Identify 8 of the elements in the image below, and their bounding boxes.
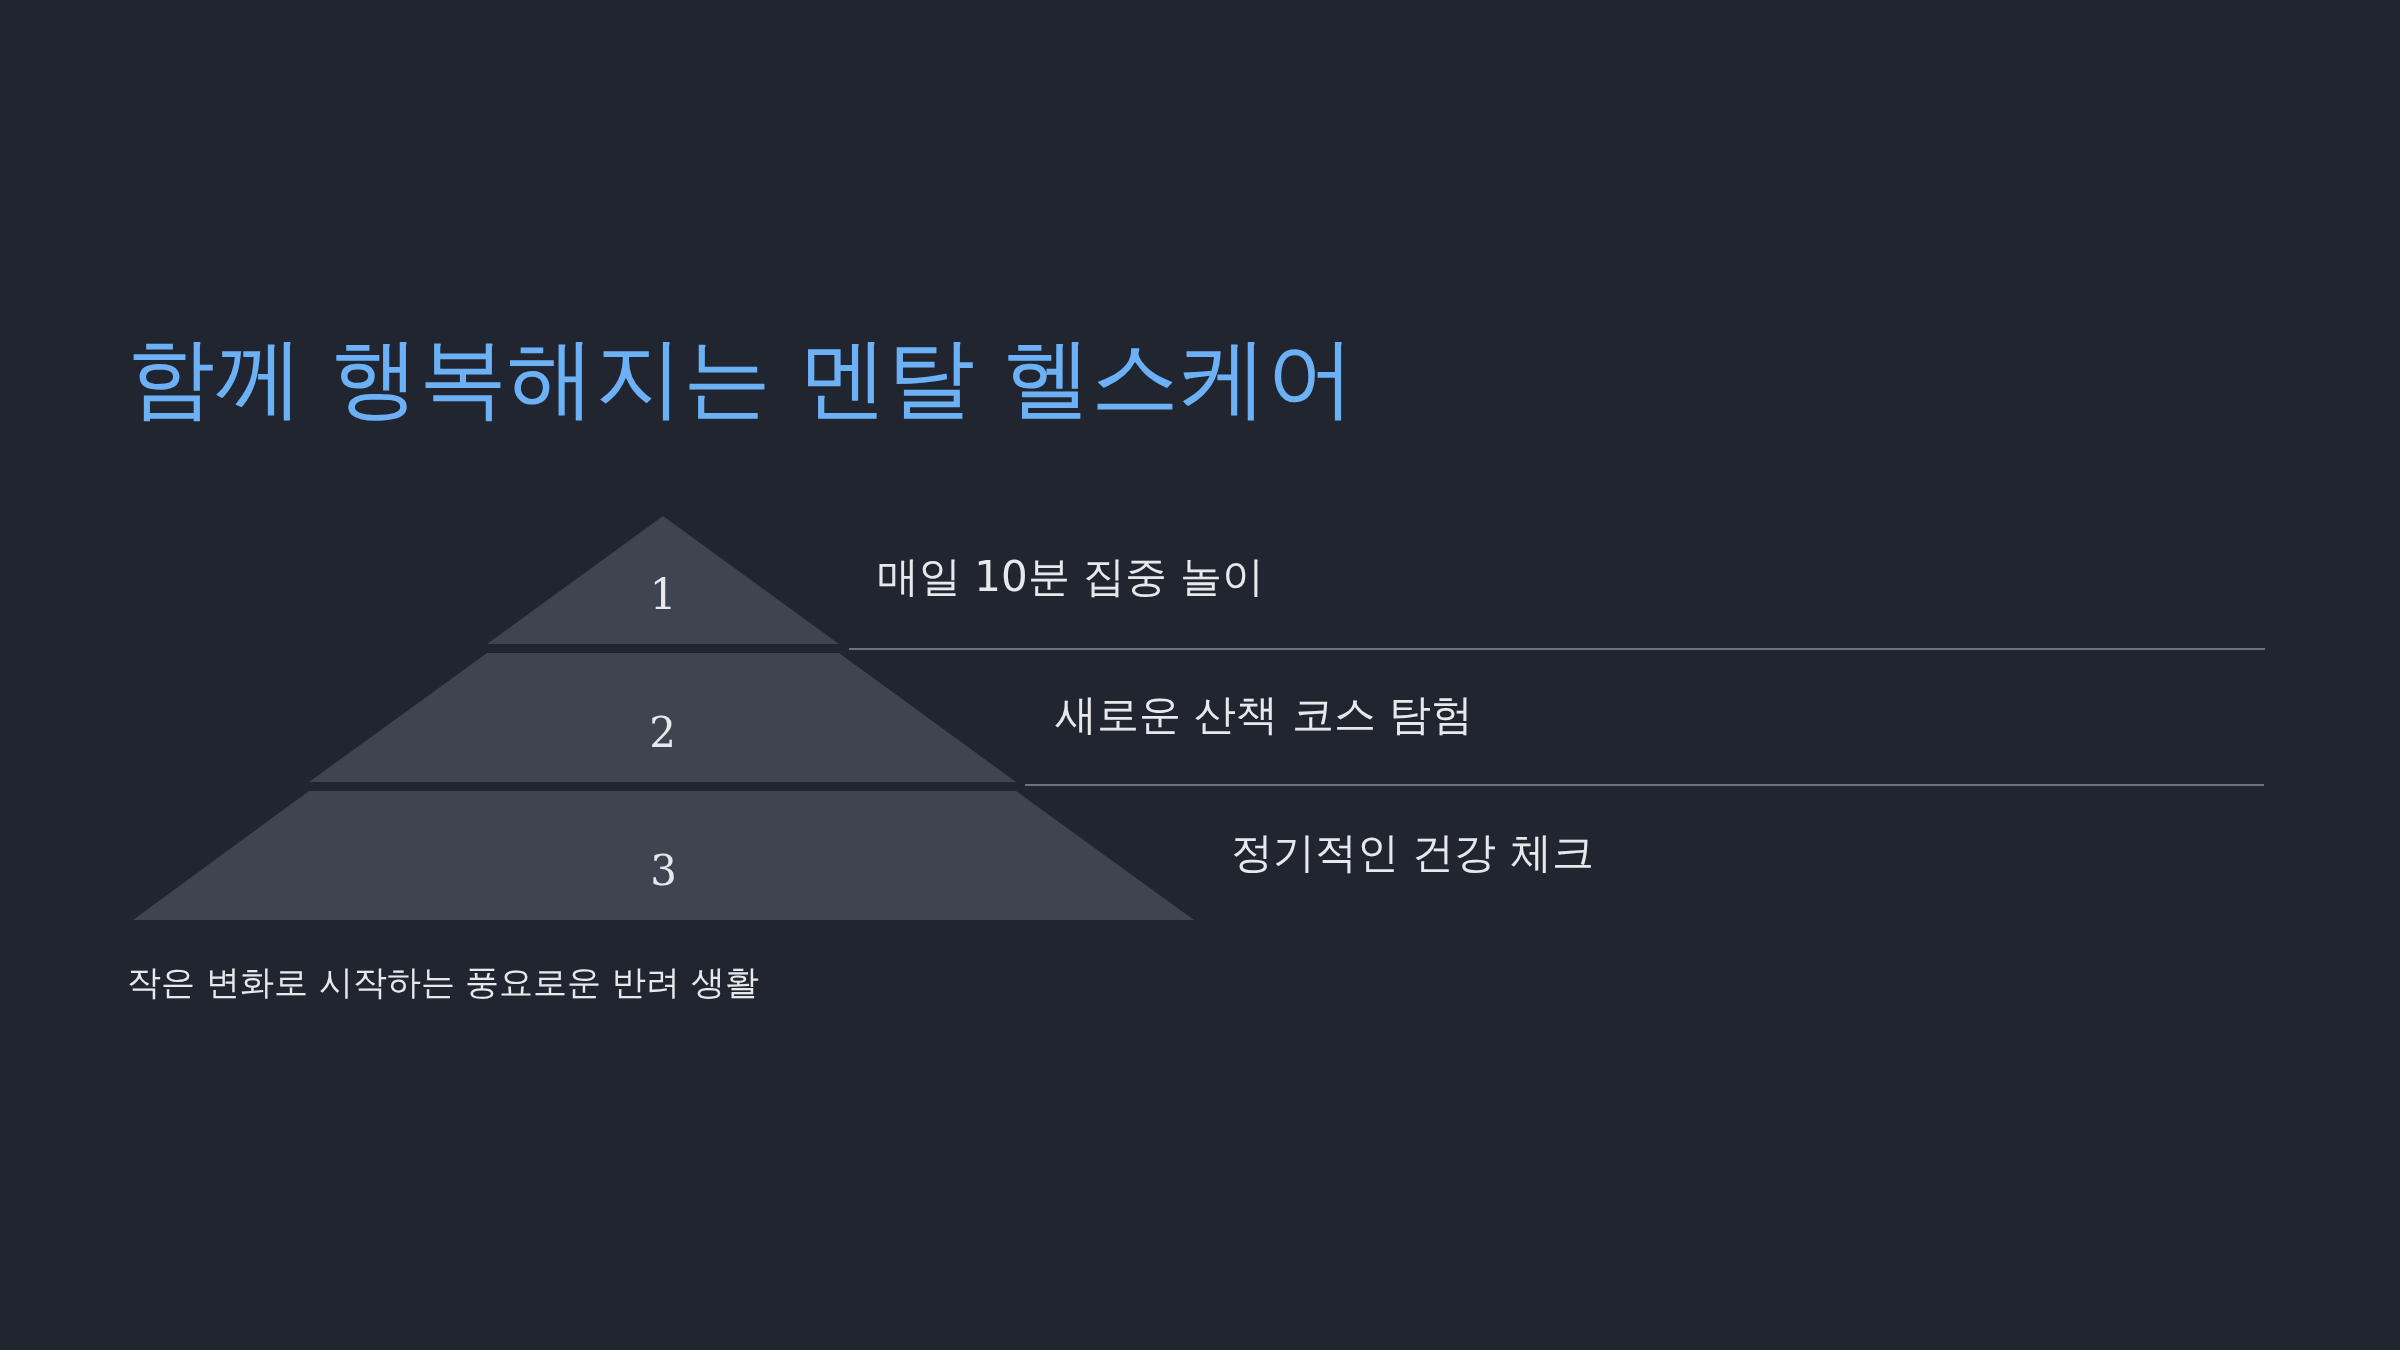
tier-label: 정기적인 건강 체크	[1231, 829, 1594, 876]
tier-number: 2	[649, 711, 676, 754]
tier-number: 3	[650, 849, 677, 892]
tier-label: 새로운 산책 코스 탐험	[1055, 691, 1474, 738]
tier-number: 1	[649, 574, 677, 617]
tier-label: 매일 10분 집중 놀이	[877, 554, 1265, 601]
title: 함께 행복해지는 멘탈 헬스케어	[127, 330, 1355, 427]
caption: 작은 변화로 시작하는 풍요로운 반려 생활	[127, 964, 760, 1002]
